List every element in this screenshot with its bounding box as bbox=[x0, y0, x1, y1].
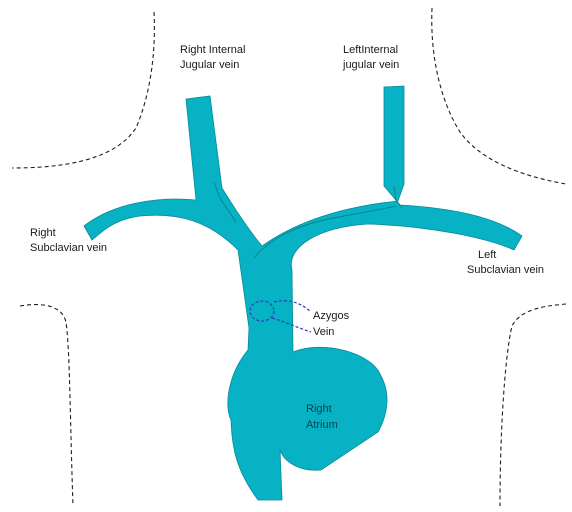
left-subclavian-label: Left Subclavian vein bbox=[467, 249, 544, 276]
azygos-vein-label: Azygos Vein bbox=[313, 310, 352, 338]
arm-outline-left bbox=[20, 305, 73, 506]
neck-outline-left bbox=[12, 12, 154, 168]
arm-outline-right bbox=[500, 304, 566, 506]
venous-system-shape bbox=[84, 86, 522, 500]
left-internal-jugular-label: LeftInternal jugular vein bbox=[342, 44, 401, 71]
neck-outline-right bbox=[432, 8, 566, 184]
right-internal-jugular-label: Right Internal Jugular vein bbox=[180, 44, 249, 71]
